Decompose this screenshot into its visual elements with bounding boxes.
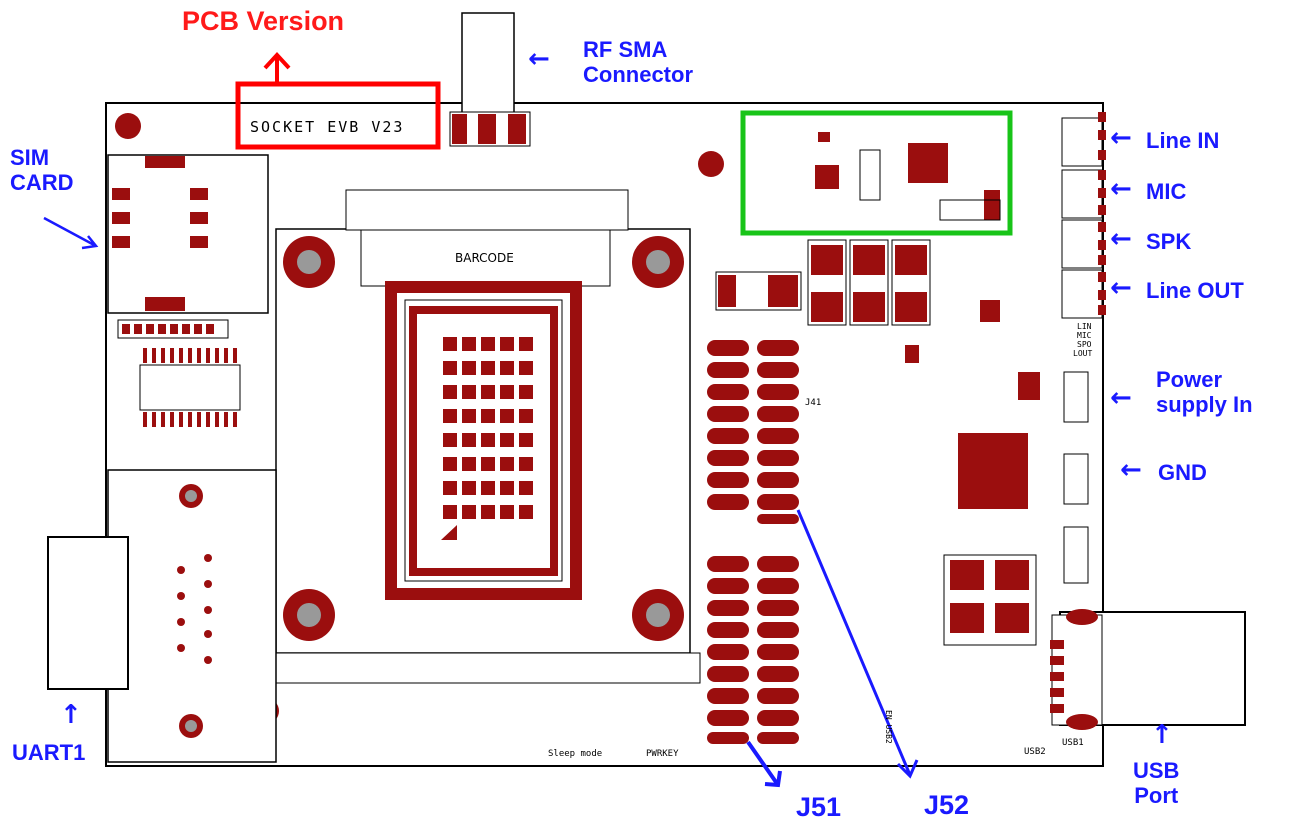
power-components [715,239,1040,646]
j52-label: J52 [924,790,970,820]
j51-pointer [746,740,782,788]
rf-sma-connector [449,12,531,147]
spk-label: SPK [1146,229,1192,254]
power-arrow: ← [1110,383,1132,413]
uart1-label: UART1 [12,740,86,765]
silk-usb1: USB1 [1062,738,1084,748]
silk-pwrkey: PWRKEY [646,749,679,759]
spk-arrow: ← [1110,224,1132,254]
left-ic [117,319,241,427]
rf-sma-label: RF SMA Connector [583,37,693,88]
usb-port-arrow: ↑ [1151,720,1173,750]
sim-pointer [43,216,99,250]
silk-audio-lin: LIN [1077,322,1092,331]
silk-audio-lout: LOUT [1073,349,1093,358]
line-out-label: Line OUT [1146,278,1244,303]
rf-sma-label-line2: Connector [583,62,693,88]
silk-audio-spo: SPO [1077,340,1092,349]
pcb-silkscreen-version: SOCKET EVB V23 [250,118,405,136]
audio-jacks [1061,112,1106,319]
usb-port-label: USB Port [1133,758,1179,809]
pcb-version-label: PCB Version [182,6,345,36]
usb-port [1050,609,1246,730]
sim-card-label-line2: CARD [10,170,74,196]
silk-sleep-mode: Sleep mode [548,749,603,759]
uart1-connector [47,469,277,763]
rf-sma-arrow: ← [528,44,550,74]
silk-audio-mic: MIC [1077,331,1092,340]
rf-sma-label-line1: RF SMA [583,37,668,62]
line-in-arrow: ← [1110,123,1132,153]
j51-label: J51 [796,792,842,822]
gnd-label: GND [1158,460,1207,485]
usb-port-label-line1: USB [1133,758,1180,783]
sim-card-label-line1: SIM [10,145,50,170]
barcode-label: BARCODE [455,251,514,265]
sim-card-label: SIM CARD [10,145,74,196]
line-out-arrow: ← [1110,273,1132,303]
power-supply-label: Power supply In [1156,367,1253,418]
silk-usb2: USB2 [1024,747,1046,757]
module-socket [275,189,701,684]
silk-en-usb2: EN USB2 [884,710,893,744]
mic-label: MIC [1146,179,1187,204]
power-terminal [1063,371,1089,584]
sim-card-holder [107,154,269,314]
mic-arrow: ← [1110,174,1132,204]
power-supply-label-line2: supply In [1156,392,1253,418]
gnd-arrow: ← [1120,455,1142,485]
j52-pointer [796,509,919,779]
power-supply-label-line1: Power [1156,367,1223,392]
pcb-version-arrow [263,52,291,84]
uart1-arrow: ↑ [60,700,82,730]
line-in-label: Line IN [1146,128,1220,153]
header-j51-j52 [707,340,799,744]
pcb-version-highlight [235,81,441,150]
silk-j41: J41 [805,398,822,408]
audio-codec-area [740,110,1013,236]
usb-port-label-line2: Port [1134,783,1179,809]
